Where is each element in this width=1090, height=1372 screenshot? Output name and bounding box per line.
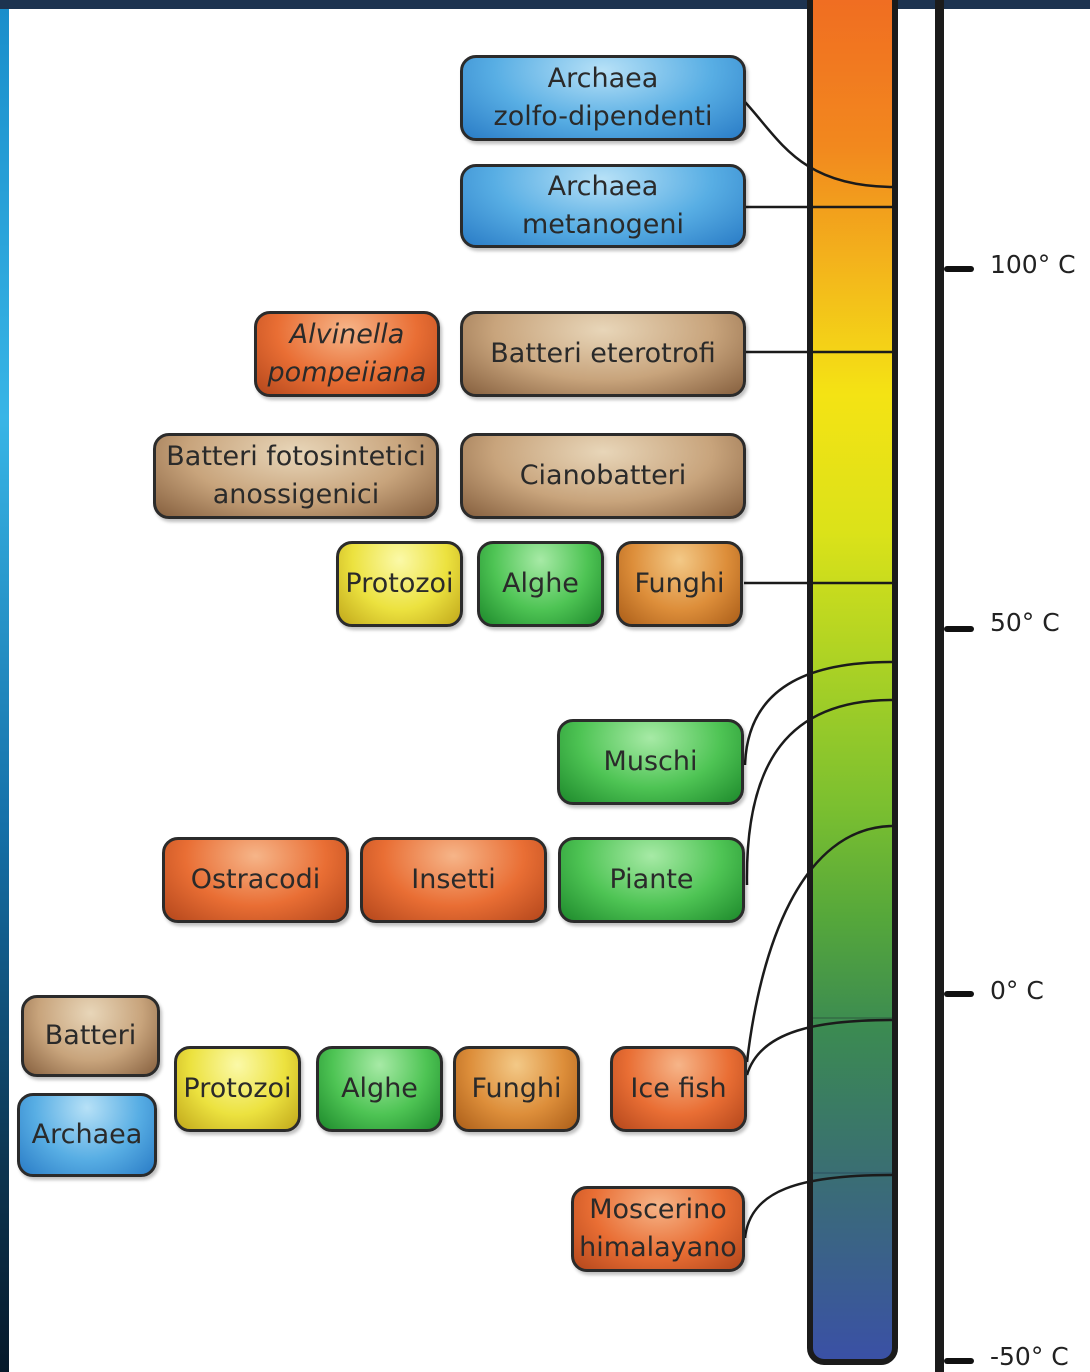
- connector-moscerino: [743, 1173, 893, 1239]
- temperature-axis-line: [935, 0, 944, 1372]
- temperature-gradient-bar: [807, 0, 898, 1365]
- organism-protozoi: Protozoi: [336, 541, 463, 627]
- organism-archaea-metanogeni: Archaea metanogeni: [460, 164, 746, 248]
- tick-label-0: 0° C: [990, 976, 1044, 1005]
- organism-alghe: Alghe: [477, 541, 604, 627]
- connector-ice-fish-upper: [745, 824, 893, 1063]
- organism-funghi-cold: Funghi: [453, 1046, 580, 1132]
- tick-100: [944, 266, 974, 272]
- organism-archaea-zolfo-dipendenti: Archaea zolfo-dipendenti: [460, 55, 746, 141]
- organism-archaea: Archaea: [17, 1093, 157, 1177]
- organism-funghi: Funghi: [616, 541, 743, 627]
- organism-ostracodi: Ostracodi: [162, 837, 349, 923]
- tick-label-50: 50° C: [990, 608, 1060, 637]
- organism-batteri-fotosintetici: Batteri fotosintetici anossigenici: [153, 433, 439, 519]
- organism-piante: Piante: [558, 837, 745, 923]
- left-decorative-strip: [0, 9, 9, 1372]
- tick-50: [944, 626, 974, 632]
- top-bar: [0, 0, 1090, 9]
- organism-protozoi-cold: Protozoi: [174, 1046, 301, 1132]
- connector-piante: [745, 698, 893, 886]
- organism-muschi: Muschi: [557, 719, 744, 805]
- organism-batteri: Batteri: [21, 995, 160, 1077]
- connector-ice-fish-lower: [745, 1018, 893, 1076]
- tick-label-100: 100° C: [990, 250, 1076, 279]
- organism-batteri-eterotrofi: Batteri eterotrofi: [460, 311, 746, 397]
- organism-insetti: Insetti: [360, 837, 547, 923]
- tick-0: [944, 991, 974, 997]
- tick-minus-50: [944, 1358, 974, 1364]
- connector-muschi: [743, 660, 893, 766]
- tick-label-minus-50: -50° C: [990, 1342, 1069, 1371]
- connector-archaea-zolfo: [744, 101, 893, 189]
- organism-cianobatteri: Cianobatteri: [460, 433, 746, 519]
- organism-alvinella-pompeiiana: Alvinella pompeiiana: [254, 311, 440, 397]
- organism-alghe-cold: Alghe: [316, 1046, 443, 1132]
- organism-ice-fish: Ice fish: [610, 1046, 747, 1132]
- organism-moscerino-himalayano: Moscerino himalayano: [571, 1186, 745, 1272]
